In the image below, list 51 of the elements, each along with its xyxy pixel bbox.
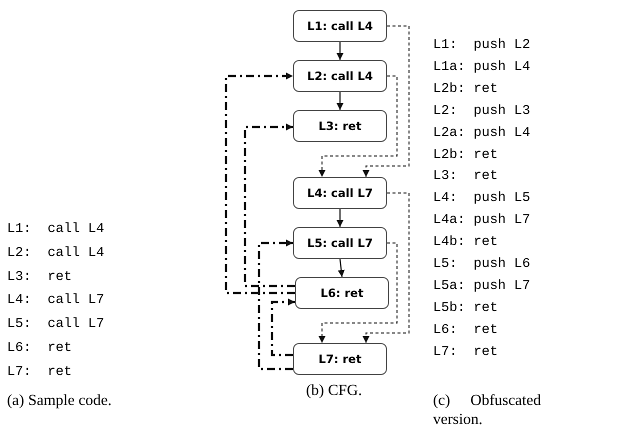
arrow — [224, 72, 295, 294]
code-line: L3: ret — [7, 270, 72, 286]
process-box — [293, 227, 387, 259]
arrow — [338, 258, 345, 278]
node-label: L5: call L7 — [307, 236, 373, 250]
code-line: L3: ret — [433, 169, 498, 186]
arrow — [336, 42, 344, 60]
code-line: L1: call L4 — [7, 222, 104, 238]
code-line: L5a: push L7 — [433, 278, 530, 295]
code-line: L6: ret — [7, 341, 72, 357]
arrow — [336, 92, 344, 110]
node-label: L2: call L4 — [307, 69, 373, 83]
node-label: L4: call L7 — [307, 186, 373, 200]
code-line: L5: push L6 — [433, 257, 530, 273]
arrow — [318, 76, 398, 178]
process-box — [295, 277, 389, 309]
process-box — [293, 343, 387, 375]
node-label: L6: ret — [320, 286, 364, 300]
arrow — [258, 240, 293, 370]
code-line: L2: push L3 — [433, 104, 530, 120]
process-box — [293, 10, 387, 42]
code-line: L2a: push L4 — [433, 126, 530, 142]
node-label: L3: ret — [318, 119, 362, 133]
code-line: L2b: ret — [433, 82, 498, 98]
caption: (c) Obfuscated version. — [433, 391, 541, 429]
arrow — [336, 209, 344, 227]
arrow — [244, 124, 295, 288]
code-line: L4a: push L7 — [433, 213, 530, 230]
code-line: L5: call L7 — [7, 317, 104, 334]
code-line: L4b: ret — [433, 235, 498, 252]
process-box — [293, 60, 387, 92]
code-line: L7: ret — [7, 364, 72, 381]
code-line: L4: call L7 — [7, 293, 104, 310]
process-box — [293, 177, 387, 209]
arrow — [362, 26, 410, 178]
arrow — [362, 192, 410, 344]
code-line: L4: push L5 — [433, 191, 530, 208]
code-line: L6: ret — [433, 322, 498, 339]
code-line: L2: call L4 — [7, 246, 104, 262]
caption: (a) Sample code. — [7, 391, 113, 410]
node-label: L1: call L4 — [307, 19, 373, 33]
code-line: L2b: ret — [433, 148, 498, 164]
caption: (b) CFG. — [306, 381, 362, 400]
code-line: L5b: ret — [433, 300, 498, 317]
node-label: L7: ret — [318, 352, 362, 366]
code-line: L7: ret — [433, 344, 498, 361]
arrow — [270, 298, 295, 356]
code-line: L1: push L2 — [433, 38, 530, 54]
process-box — [293, 110, 387, 142]
arrow — [318, 242, 398, 344]
code-line: L1a: push L4 — [433, 60, 530, 76]
